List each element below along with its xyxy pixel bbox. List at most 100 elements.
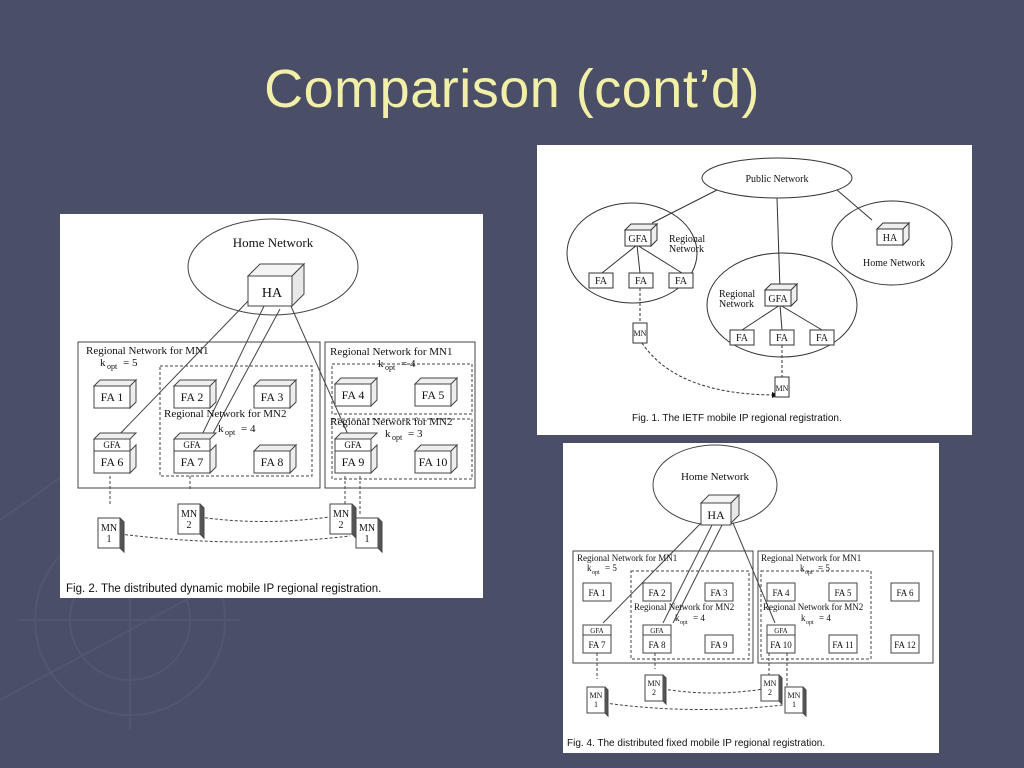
fig4-kopt-left: = 5 (605, 563, 617, 573)
fig1-regional-left-1: Regional (669, 234, 705, 245)
fig1-public-network: Public Network (745, 174, 808, 185)
fig2-opt-right: opt (385, 363, 396, 372)
fig2-opt-right2: opt (392, 433, 403, 442)
fig4-kopt-right2: = 4 (819, 613, 831, 623)
fig4-mn-a: MN (590, 691, 603, 700)
fig2-fa4: FA 4 (342, 388, 365, 402)
fig1-fa-mid-3: FA (816, 333, 829, 344)
fig2-k-left: k (100, 357, 106, 369)
fig2-home-network: Home Network (233, 235, 314, 250)
fig1-fa-left-2: FA (635, 276, 648, 287)
fig4-fa-boxes (582, 582, 920, 654)
fig4-rn-mn2-right: Regional Network for MN2 (763, 602, 863, 612)
fig4-k-mid: k (675, 613, 680, 623)
fig2-rn-mn2-right: Regional Network for MN2 (330, 416, 453, 428)
fig2-mn-b-num: 2 (187, 520, 192, 531)
fig4-mn-b: MN (648, 679, 661, 688)
fig2-rn-mn1-left: Regional Network for MN1 (86, 345, 209, 357)
fig4-k-right: k (800, 563, 805, 573)
fig4-mn-d-num: 1 (792, 700, 796, 709)
fig2-opt-left: opt (107, 362, 118, 371)
fig2-mn-b: MN (181, 509, 197, 520)
fig2-fa7: FA 7 (181, 455, 204, 469)
fig4-rn-mn1-left: Regional Network for MN1 (577, 553, 677, 563)
fig2-opt-mid: opt (225, 428, 236, 437)
fig2-fa6: FA 6 (101, 455, 124, 469)
fig4-opt-mid: opt (680, 620, 688, 626)
slide-title: Comparison (cont’d) (264, 59, 760, 119)
fig4-k-right2: k (801, 613, 806, 623)
fig1-gfa-mid: GFA (768, 294, 788, 305)
fig4-gfa-2: GFA (650, 627, 663, 635)
fig4-fa10: FA 10 (770, 640, 792, 650)
fig4-fa4: FA 4 (772, 588, 790, 598)
fig1-regional-left-2: Network (669, 244, 704, 255)
fig2-mn-c: MN (333, 509, 349, 520)
fig1-caption: Fig. 1. The IETF mobile IP regional regi… (632, 413, 842, 424)
fig1-ha: HA (883, 233, 898, 244)
fig4-mn-c: MN (764, 679, 777, 688)
fig2-k-mid: k (218, 423, 224, 435)
figure-ietf-regional-registration: Public Network GFA Regional Network FA F… (537, 145, 972, 435)
fig2-mn-c-num: 2 (339, 520, 344, 531)
fig4-mn-a-num: 1 (594, 700, 598, 709)
fig2-mn-d: MN (359, 523, 375, 534)
fig4-kopt-mid: = 4 (693, 613, 705, 623)
figure-distributed-dynamic-registration: Home Network HA Regional Network for MN1… (60, 214, 483, 598)
fig2-kopt-mid: = 4 (241, 423, 256, 435)
fig2-kopt-right: = 4 (401, 358, 416, 370)
fig1-boxes (588, 221, 911, 398)
fig2-rn-mn2-mid: Regional Network for MN2 (164, 408, 287, 420)
fig2-mn-a: MN (101, 523, 117, 534)
fig4-fa3: FA 3 (710, 588, 728, 598)
fig1-fa-mid-2: FA (776, 333, 789, 344)
fig2-gfa-2: GFA (183, 440, 201, 450)
fig2-fa8: FA 8 (261, 455, 284, 469)
fig1-gfa-left: GFA (628, 234, 648, 245)
fig2-fa1: FA 1 (101, 390, 124, 404)
fig4-rn-mn1-right: Regional Network for MN1 (761, 553, 861, 563)
fig1-fa-mid-1: FA (736, 333, 749, 344)
fig2-fa2: FA 2 (181, 390, 204, 404)
fig4-fa5: FA 5 (834, 588, 852, 598)
fig4-fa2: FA 2 (648, 588, 665, 598)
fig4-caption: Fig. 4. The distributed fixed mobile IP … (567, 738, 825, 749)
fig2-fa5: FA 5 (422, 388, 445, 402)
fig1-regional-mid-1: Regional (719, 289, 755, 300)
fig4-k-left: k (587, 563, 592, 573)
fig2-caption: Fig. 2. The distributed dynamic mobile I… (66, 583, 381, 595)
fig2-gfa-3: GFA (344, 440, 362, 450)
fig4-fa9: FA 9 (710, 640, 728, 650)
fig1-fa-left-3: FA (675, 276, 688, 287)
fig1-mn: MN (634, 329, 647, 338)
fig4-opt-right2: opt (806, 620, 814, 626)
fig4-home-network: Home Network (681, 471, 750, 483)
fig4-fa7: FA 7 (588, 640, 606, 650)
fig2-rn-mn1-right: Regional Network for MN1 (330, 346, 453, 358)
fig4-mn-d: MN (788, 691, 801, 700)
fig2-k-right: k (378, 358, 384, 370)
fig4-gfa-1: GFA (590, 627, 603, 635)
fig2-fa3: FA 3 (261, 390, 284, 404)
figure-distributed-fixed-registration: Home Network HA Regional Network for MN1… (563, 443, 939, 753)
fig2-fa9: FA 9 (342, 455, 365, 469)
fig2-fa10: FA 10 (419, 455, 448, 469)
fig4-fa6: FA 6 (896, 588, 914, 598)
fig4-mn-b-num: 2 (652, 688, 656, 697)
fig4-fa8: FA 8 (648, 640, 666, 650)
fig4-mn-c-num: 2 (768, 688, 772, 697)
fig2-mn-a-num: 1 (107, 534, 112, 545)
fig2-kopt-left: = 5 (123, 357, 138, 369)
fig4-opt-right: opt (805, 570, 813, 576)
fig4-gfa-3: GFA (774, 627, 787, 635)
fig1-home-network: Home Network (863, 258, 925, 269)
fig1-regional-mid-2: Network (719, 299, 754, 310)
fig4-ha: HA (707, 508, 725, 522)
fig4-fa12: FA 12 (894, 640, 916, 650)
fig2-ha: HA (262, 286, 283, 301)
fig4-kopt-right: = 5 (818, 563, 830, 573)
fig2-fa-boxes (92, 376, 459, 475)
fig2-mn-d-num: 1 (365, 534, 370, 545)
fig2-gfa-1: GFA (103, 440, 121, 450)
fig4-fa1: FA 1 (588, 588, 605, 598)
